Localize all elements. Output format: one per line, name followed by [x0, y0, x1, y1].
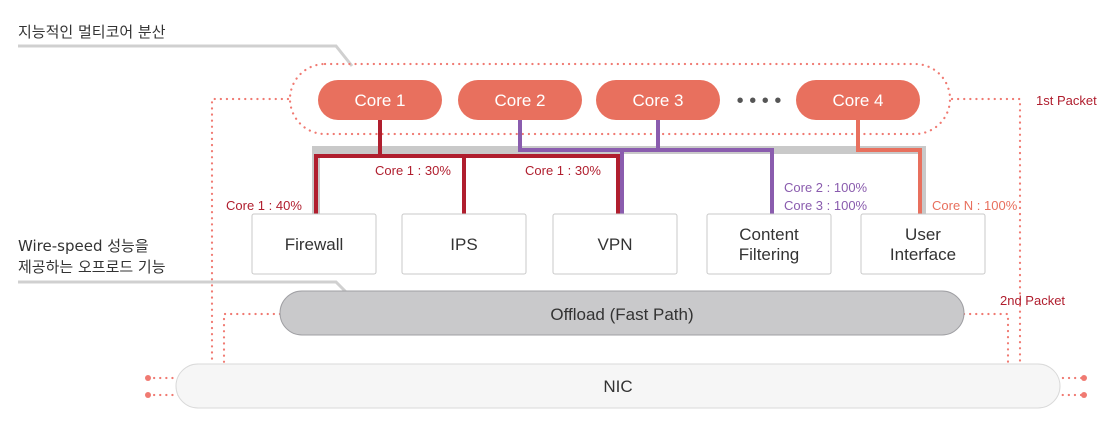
module-ips-label: IPS	[450, 235, 477, 254]
diagram-title: 지능적인 멀티코어 분산	[18, 23, 166, 41]
nic-left-dot-top	[145, 375, 151, 381]
core-1-label: Core 1	[354, 91, 405, 110]
annotation-vpn: Core 1 : 30%	[525, 163, 601, 178]
annotation-user-interface: Core N : 100%	[932, 198, 1018, 213]
title-leader-line	[18, 44, 354, 67]
module-firewall: Firewall	[251, 213, 377, 275]
module-vpn: VPN	[552, 213, 678, 275]
nic-left-dot-bottom	[145, 392, 151, 398]
side-label-line1: Wire-speed 성능을	[18, 237, 149, 255]
offload-label: Offload (Fast Path)	[550, 305, 693, 324]
nic-right-dot-top	[1081, 375, 1087, 381]
core-2-pill	[458, 80, 582, 120]
module-user-interface-box	[860, 213, 986, 275]
module-firewall-box	[251, 213, 377, 275]
core2-route	[518, 120, 774, 214]
module-user-interface-line2: Interface	[890, 245, 956, 264]
nic-right-dot-bottom	[1081, 392, 1087, 398]
core-4-pill	[796, 80, 920, 120]
annotation-ips: Core 1 : 30%	[375, 163, 451, 178]
core-3-pill	[596, 80, 720, 120]
core-4-label: Core 4	[832, 91, 883, 110]
annotation-firewall: Core 1 : 40%	[226, 198, 302, 213]
core-4: Core 4	[796, 80, 920, 120]
core4-route	[856, 120, 922, 214]
module-vpn-box	[552, 213, 678, 275]
core-2-label: Core 2	[494, 91, 545, 110]
module-content-filtering: Content Filtering	[706, 213, 832, 275]
module-ips: IPS	[401, 213, 527, 275]
core1-routes	[314, 120, 620, 214]
first-packet-label: 1st Packet	[1036, 93, 1097, 108]
first-packet-left-path	[210, 97, 290, 397]
annotation-content-core2: Core 2 : 100%	[784, 180, 868, 195]
offload-bar	[279, 290, 965, 336]
module-content-filtering-box	[706, 213, 832, 275]
module-firewall-label: Firewall	[285, 235, 344, 254]
core-3-label: Core 3	[632, 91, 683, 110]
module-content-filtering-line1: Content	[739, 225, 799, 244]
nic-bar	[175, 363, 1061, 409]
core-1: Core 1	[318, 80, 442, 120]
module-user-interface: User Interface	[860, 213, 986, 275]
core-2: Core 2	[458, 80, 582, 120]
module-vpn-label: VPN	[598, 235, 633, 254]
module-content-filtering-line2: Filtering	[739, 245, 799, 264]
core-1-pill	[318, 80, 442, 120]
nic-label: NIC	[603, 377, 632, 396]
module-user-interface-line1: User	[905, 225, 941, 244]
core1-trunk	[314, 154, 620, 214]
second-packet-label: 2nd Packet	[1000, 293, 1065, 308]
core2-3-routes	[518, 120, 774, 214]
first-packet-right-path	[950, 97, 1022, 397]
module-ips-box	[401, 213, 527, 275]
annotation-content-core3: Core 3 : 100%	[784, 198, 868, 213]
core-ellipsis: • • • •	[737, 90, 782, 112]
side-label-line2: 제공하는 오프로드 기능	[18, 258, 166, 276]
core-group-outline	[288, 62, 952, 136]
second-packet-left-path	[222, 312, 282, 380]
core-3: Core 3	[596, 80, 720, 120]
